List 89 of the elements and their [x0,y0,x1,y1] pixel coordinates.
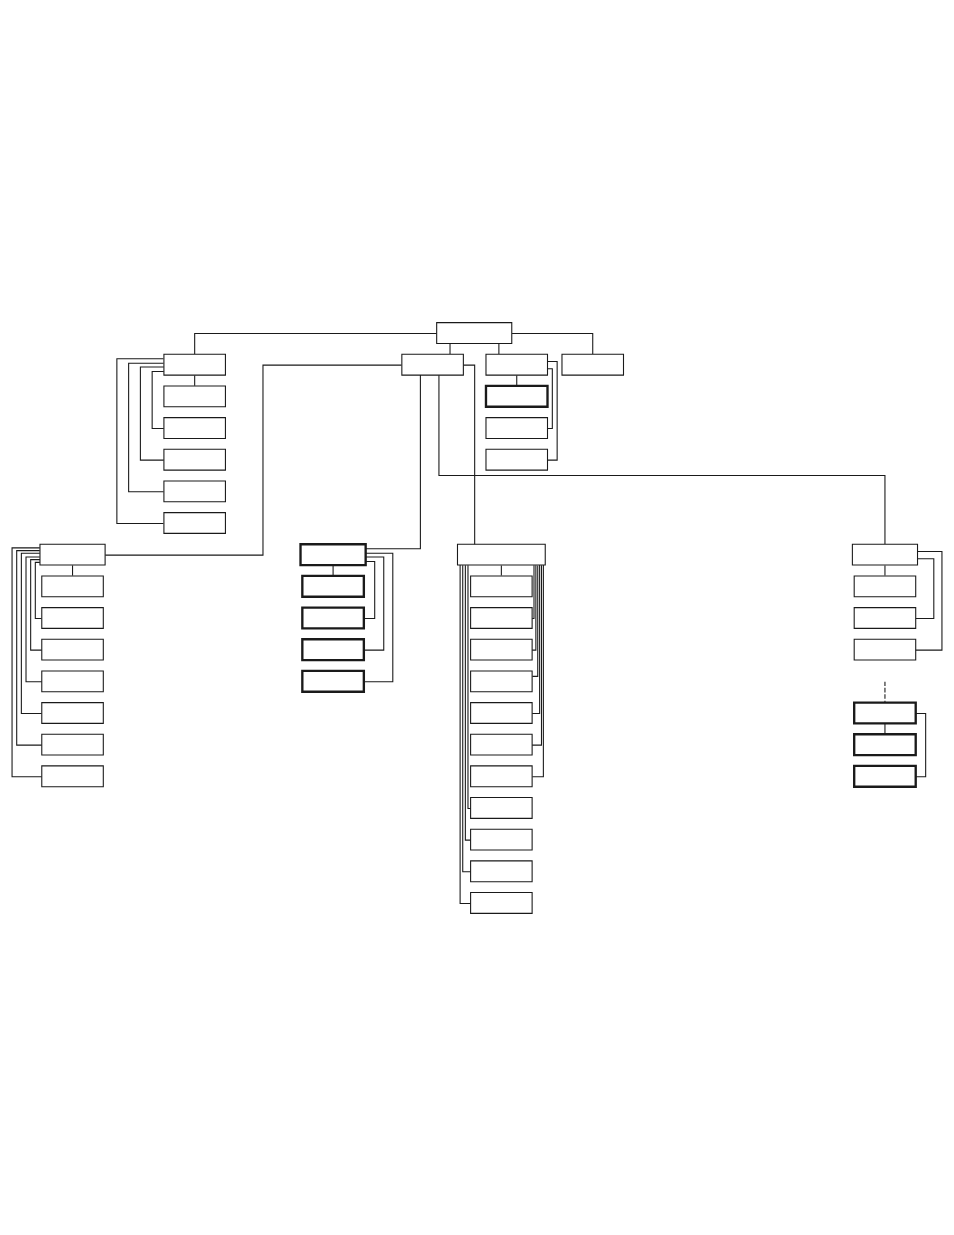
node-box [163,511,226,534]
node-box [470,859,533,882]
connector [151,370,165,429]
node-box [470,701,533,724]
node-box [853,638,917,661]
node-box [299,542,367,566]
node-box [470,638,533,661]
node-box [301,637,366,661]
node-box [41,638,104,661]
connector [915,712,927,777]
connector [467,564,472,809]
connector [20,552,43,714]
connector [139,365,165,461]
node-box [41,606,104,629]
node-box [470,796,533,819]
node-box [163,353,226,376]
node-box [301,605,366,630]
node-box [41,764,104,787]
node-box [470,891,533,914]
connector [34,561,42,619]
node-box [470,606,533,629]
node-box [853,732,917,756]
connector [498,342,500,355]
connector [72,564,74,576]
node-box [853,764,917,788]
node-box [163,416,226,439]
node-box [163,448,226,471]
node-box [484,384,549,408]
connector [116,357,164,524]
connector [531,564,543,746]
connector [531,564,541,714]
node-box [41,669,104,692]
connector [516,374,518,386]
node-box [163,479,226,502]
connector [363,560,376,619]
connector [194,332,438,355]
connector [194,374,196,386]
node-box [485,448,549,471]
connector [547,360,558,461]
node-box [301,574,366,598]
node-box [39,543,106,566]
connector [500,564,502,576]
node-box [436,321,513,344]
node-box [41,701,104,724]
connector [104,364,403,556]
connector [531,564,544,777]
connector [16,549,43,746]
connector [531,564,539,677]
connector [547,367,553,429]
connector [915,550,943,651]
connector [11,546,43,777]
node-box [456,543,546,566]
connector [884,722,886,734]
connector [438,374,886,545]
node-box [561,353,625,376]
connector [531,564,535,619]
node-box [301,669,366,693]
connector [332,564,334,576]
connector [884,680,886,703]
node-box [851,543,919,566]
connector [884,564,886,576]
node-box [485,353,549,376]
connector [463,364,476,545]
connector [30,558,43,651]
connector [531,564,537,651]
node-box [163,384,226,407]
connector [464,564,471,841]
node-box [41,574,104,597]
node-box [470,733,533,756]
connector [128,362,165,492]
connector [462,564,472,872]
node-box [41,733,104,756]
connector [363,555,385,651]
node-box [470,764,533,787]
connector [449,342,451,355]
node-box [853,700,917,725]
connector [511,332,594,355]
connector [915,557,935,619]
node-box [470,669,533,692]
node-box [470,574,533,597]
connector [459,564,472,904]
node-box [401,353,464,376]
connector [363,552,394,682]
node-box [853,574,917,597]
node-box [470,828,533,851]
connector [25,555,43,682]
node-box [853,606,917,629]
node-box [485,416,549,439]
connector [365,374,421,549]
